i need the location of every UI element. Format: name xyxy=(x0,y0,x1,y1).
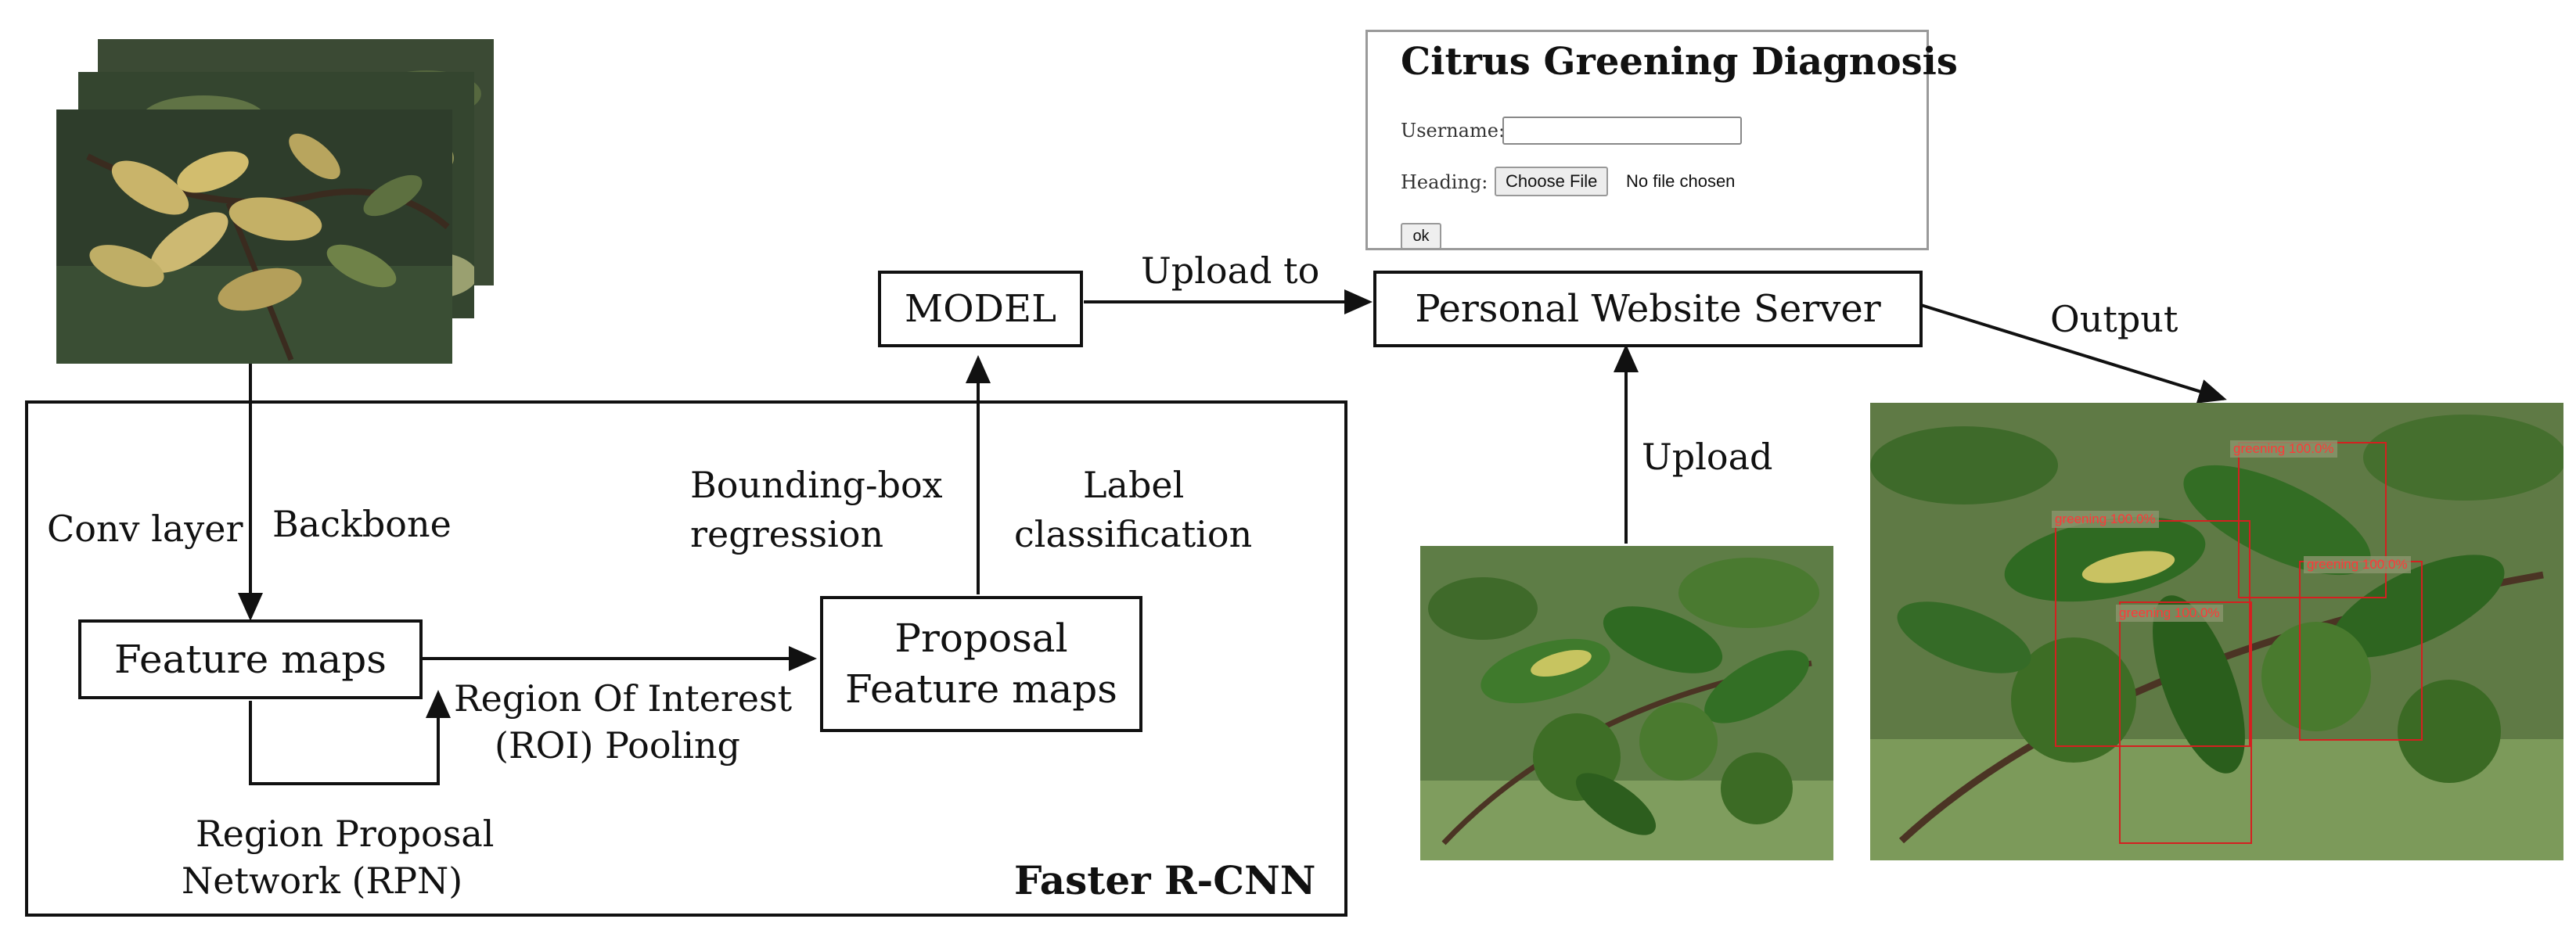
conv-layer-label: Conv layer xyxy=(47,508,243,550)
roi-pooling-label-line2: (ROI) Pooling xyxy=(495,724,741,766)
detection-label-4: greening 100.0% xyxy=(2116,605,2223,622)
feature-maps-node: Feature maps xyxy=(78,619,423,699)
server-node: Personal Website Server xyxy=(1373,271,1923,347)
proposal-text-line1: Proposal xyxy=(894,616,1068,661)
heading-label: Heading: xyxy=(1401,171,1488,193)
bbox-regression-label-line1: Bounding-box xyxy=(690,464,943,506)
web-form-title: Citrus Greening Diagnosis xyxy=(1401,40,1958,84)
detection-label-3: greening 100.0% xyxy=(2304,556,2411,573)
web-form-screenshot: Citrus Greening Diagnosis Username: Head… xyxy=(1365,30,1958,250)
model-node: MODEL xyxy=(878,271,1083,347)
output-label: Output xyxy=(2050,298,2178,340)
label-classification-line1: Label xyxy=(1083,464,1185,506)
feature-maps-text: Feature maps xyxy=(114,637,387,682)
detection-label-1: greening 100.0% xyxy=(2230,440,2337,458)
label-classification-line2: classification xyxy=(1014,513,1253,555)
username-input[interactable] xyxy=(1502,117,1742,145)
ok-button[interactable]: ok xyxy=(1401,223,1441,250)
upload-label: Upload xyxy=(1642,436,1773,478)
choose-file-button[interactable]: Choose File xyxy=(1495,167,1609,196)
bbox-regression-label-line2: regression xyxy=(690,513,884,555)
training-image-front xyxy=(56,109,452,364)
faster-rcnn-label: Faster R-CNN xyxy=(1014,857,1316,903)
detection-box-3 xyxy=(2299,561,2423,741)
detection-box-4 xyxy=(2119,601,2252,844)
input-citrus-photo xyxy=(1420,546,1833,860)
roi-pooling-label-line1: Region Of Interest xyxy=(454,677,793,720)
model-text: MODEL xyxy=(905,287,1056,331)
rpn-label-line2: Network (RPN) xyxy=(182,860,463,902)
username-label: Username: xyxy=(1401,120,1506,142)
backbone-label: Backbone xyxy=(272,503,452,545)
upload-to-label: Upload to xyxy=(1141,250,1320,292)
output-detection-photo: greening 100.0% greening 100.0% greening… xyxy=(1870,403,2563,860)
no-file-chosen-text: No file chosen xyxy=(1626,171,1736,191)
proposal-feature-maps-node: Proposal Feature maps xyxy=(820,596,1142,732)
detection-label-2: greening 100.0% xyxy=(2052,511,2159,528)
faster-rcnn-frame xyxy=(25,400,1347,917)
rpn-label-line1: Region Proposal xyxy=(196,813,495,855)
proposal-text-line2: Feature maps xyxy=(845,666,1117,712)
server-text: Personal Website Server xyxy=(1415,287,1881,331)
